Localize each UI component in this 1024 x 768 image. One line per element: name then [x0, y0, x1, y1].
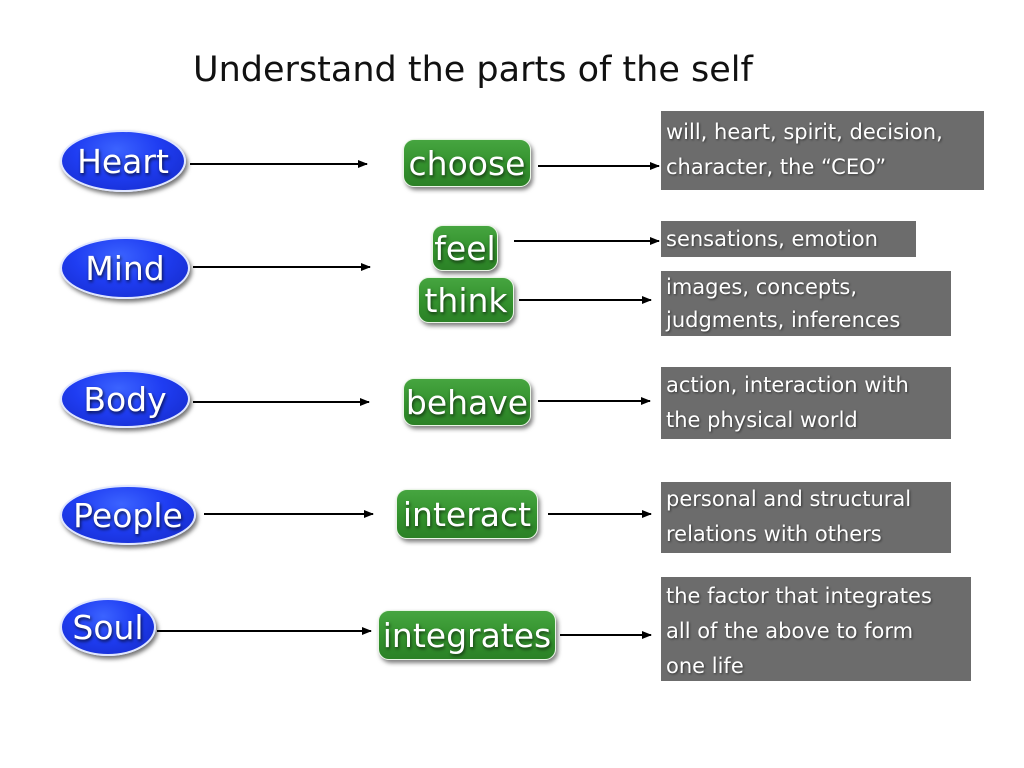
description-interact: personal and structural relations with o…: [661, 482, 951, 553]
description-line: images, concepts,: [666, 275, 858, 299]
description-behave: action, interaction with the physical wo…: [661, 367, 951, 439]
verb-interact: interact: [396, 489, 538, 539]
description-integrates: the factor that integrates all of the ab…: [661, 577, 971, 681]
verb-behave: behave: [403, 378, 531, 426]
description-line: one life: [666, 654, 744, 678]
part-soul: Soul: [60, 598, 156, 656]
description-line: judgments, inferences: [666, 308, 901, 332]
verb-think: think: [418, 277, 514, 323]
part-body: Body: [60, 370, 190, 428]
part-people: People: [60, 485, 196, 545]
verb-integrates: integrates: [378, 610, 556, 660]
description-line: will, heart, spirit, decision,: [666, 120, 943, 144]
description-choose: will, heart, spirit, decision, character…: [661, 111, 984, 190]
verb-feel: feel: [432, 225, 498, 271]
part-mind: Mind: [60, 237, 190, 299]
description-feel: sensations, emotion: [661, 221, 916, 257]
description-line: sensations, emotion: [666, 227, 878, 251]
verb-choose: choose: [403, 139, 531, 187]
description-line: action, interaction with: [666, 373, 909, 397]
description-line: relations with others: [666, 522, 882, 546]
description-line: the factor that integrates: [666, 584, 932, 608]
description-line: personal and structural: [666, 487, 912, 511]
description-think: images, concepts, judgments, inferences: [661, 271, 951, 336]
description-line: the physical world: [666, 408, 858, 432]
part-heart: Heart: [60, 130, 186, 192]
description-line: character, the “CEO”: [666, 155, 887, 179]
description-line: all of the above to form: [666, 619, 914, 643]
slide-title: Understand the parts of the self: [193, 50, 753, 90]
